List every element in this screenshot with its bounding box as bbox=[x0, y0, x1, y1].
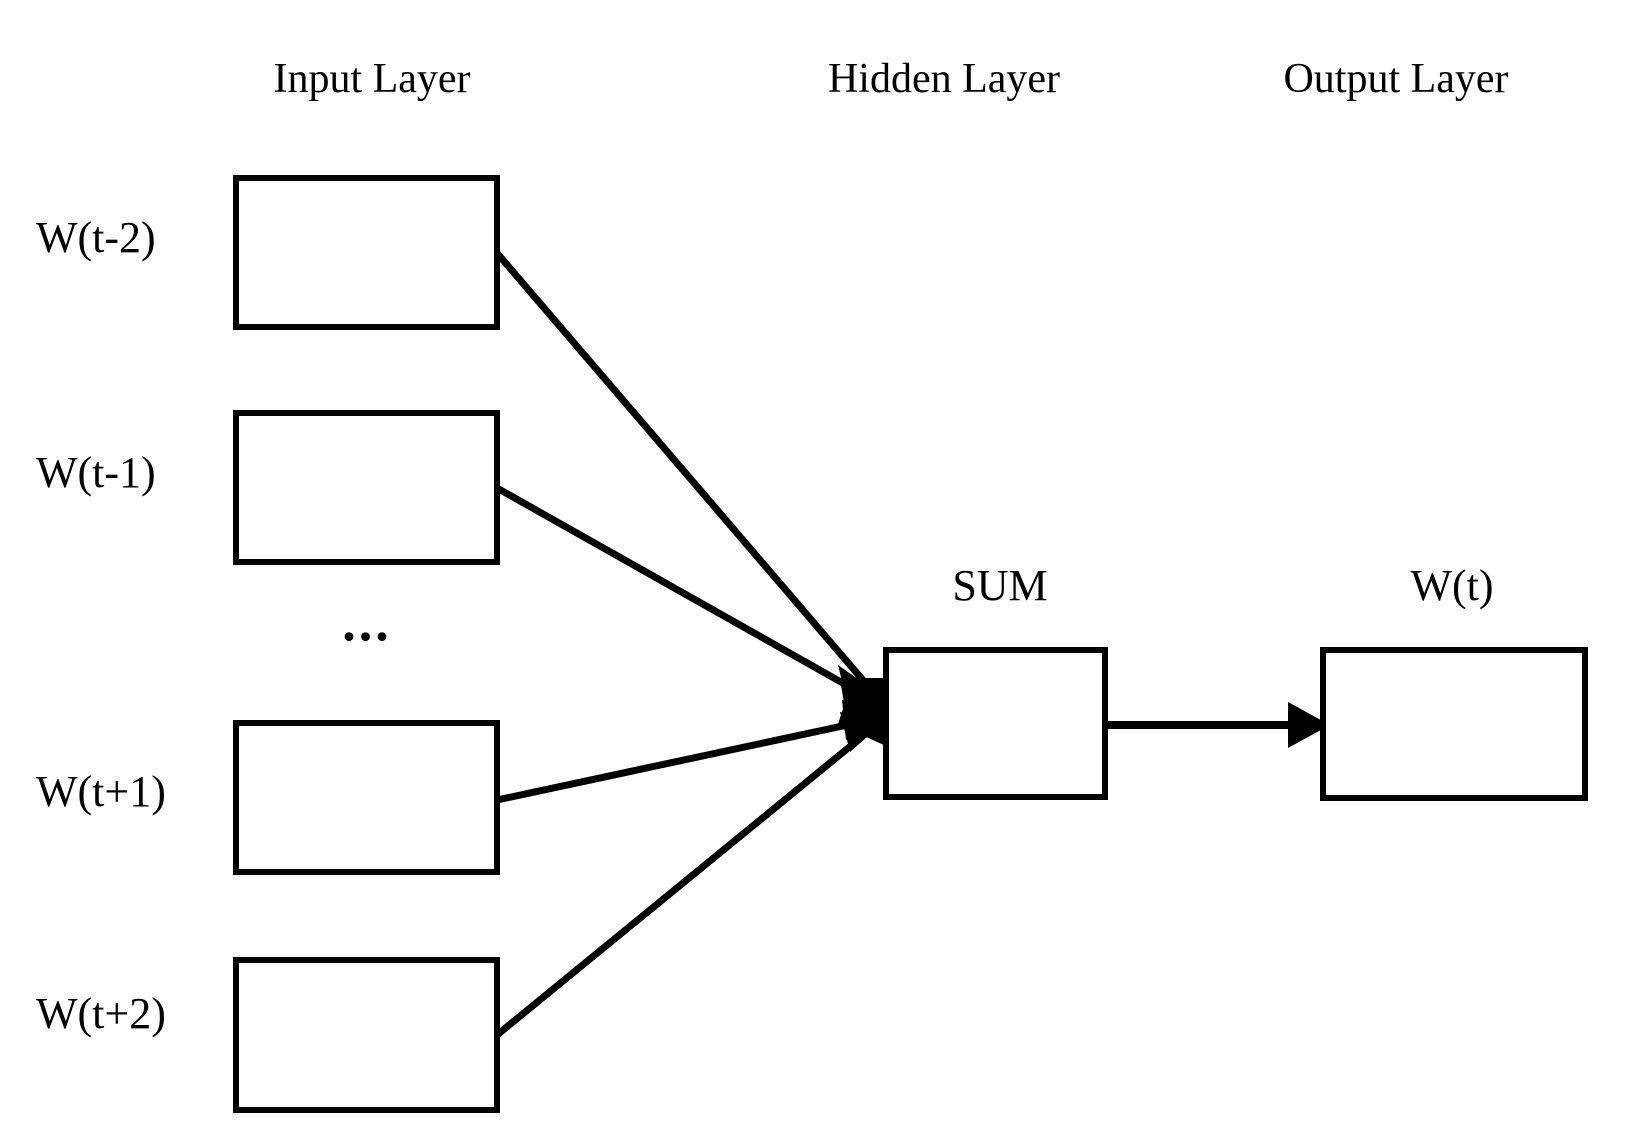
input-ellipsis: ... bbox=[342, 592, 392, 652]
input-label-w-t-minus-2: W(t-2) bbox=[36, 213, 156, 262]
header-input-layer: Input Layer bbox=[273, 56, 470, 102]
edge-input-2-to-sum bbox=[495, 484, 882, 708]
header-output-layer: Output Layer bbox=[1283, 56, 1508, 102]
edge-input-1-to-sum bbox=[494, 250, 883, 703]
arrow-head-junction-blob bbox=[838, 678, 886, 746]
input-box-w-t-minus-1[interactable] bbox=[233, 410, 500, 565]
edge-input-4-to-sum bbox=[494, 719, 883, 1038]
output-box-w-t[interactable] bbox=[1320, 647, 1588, 801]
input-box-w-t-plus-1[interactable] bbox=[233, 720, 500, 875]
arrow-head-sum-to-output bbox=[1288, 702, 1330, 748]
input-box-w-t-minus-2[interactable] bbox=[233, 175, 500, 330]
sum-label: SUM bbox=[952, 561, 1047, 610]
input-label-w-t-minus-1: W(t-1) bbox=[36, 448, 156, 497]
input-label-w-t-plus-1: W(t+1) bbox=[36, 767, 166, 816]
sum-box[interactable] bbox=[883, 647, 1108, 800]
output-label-w-t: W(t) bbox=[1410, 561, 1493, 610]
edge-input-3-to-sum bbox=[496, 714, 881, 804]
input-label-w-t-plus-2: W(t+2) bbox=[36, 989, 166, 1038]
input-box-w-t-plus-2[interactable] bbox=[233, 957, 500, 1113]
header-hidden-layer: Hidden Layer bbox=[828, 56, 1060, 102]
